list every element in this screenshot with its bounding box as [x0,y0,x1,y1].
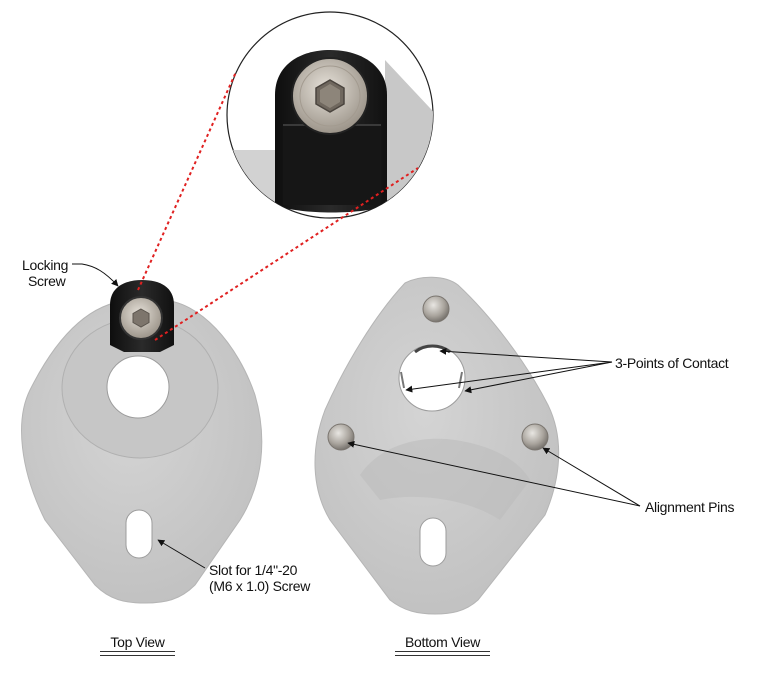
top-slot [125,509,153,559]
pins-leader-1 [347,440,641,507]
bottom-center-bore [398,344,466,412]
top-center-bore [106,355,170,419]
slot-label-line1: Slot for 1/4"-20 [209,562,298,578]
contact-leader-1 [439,347,613,363]
alignment-pins-label: Alignment Pins [645,499,735,515]
alignment-pin-right [521,423,549,451]
alignment-pin-left [327,423,355,451]
contact-leader-3 [464,361,613,394]
locking-screw-label-line1: Locking [22,257,69,273]
bottom-slot [419,517,447,567]
top-pin [422,295,450,323]
top-view-title: Top View [110,634,165,650]
bottom-view-underline-2 [395,655,490,656]
bottom-view-underline-1 [395,651,490,652]
leader-lines [72,263,641,569]
zoom-plate-left [230,150,275,218]
zoom-line-right [154,167,419,341]
contact-points-label: 3-Points of Contact [615,355,729,371]
top-view-underline-2 [100,655,175,656]
zoom-line-left [137,71,237,291]
top-view-underline-1 [100,651,175,652]
bottom-recess [360,438,530,520]
contact-leader-2 [405,361,613,393]
top-view-plate [21,280,263,604]
locking-screw-label-line2: Screw [28,273,66,289]
locking-screw-hex [132,308,150,328]
pins-leader-2 [542,447,641,507]
zoom-detail [226,11,434,219]
slot-label-line2: (M6 x 1.0) Screw [209,578,310,594]
locking-screw-leader [72,263,119,287]
zoom-clamp-face [283,125,381,205]
bottom-view-title: Bottom View [404,634,481,650]
slot-leader [157,539,206,569]
bottom-view-plate [314,276,560,615]
